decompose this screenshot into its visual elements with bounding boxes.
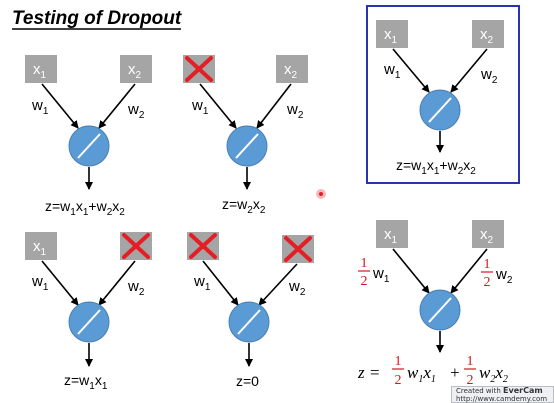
watermark-line1: Created with (456, 387, 501, 395)
weight-w1: w1 (31, 97, 49, 117)
watermark-url: http://www.camdemy.com (456, 395, 548, 403)
svg-text:w2: w2 (495, 266, 513, 286)
svg-text:w1: w1 (372, 265, 390, 285)
input-x2-label: x2 (480, 226, 494, 246)
svg-text:2: 2 (395, 373, 402, 388)
weight-w2: w2 (127, 101, 145, 121)
network-full: x1 x2 w1 w2 z=w1x1+w2x2 (25, 55, 152, 218)
svg-text:1: 1 (395, 354, 402, 369)
equation-full: z=w1x1+w2x2 (45, 198, 125, 218)
network-both-dropped: w1 w2 z=0 (187, 232, 314, 389)
equation-boxed: z=w1x1+w2x2 (396, 157, 476, 177)
drop-cross-icon (122, 233, 150, 259)
input-x1-label: x1 (33, 61, 47, 81)
svg-text:w1x1: w1x1 (407, 363, 436, 385)
input-x1-label: x1 (384, 226, 398, 246)
input-x2-label: x2 (284, 61, 298, 81)
svg-text:+: + (449, 363, 460, 382)
svg-text:2: 2 (484, 275, 491, 290)
weight-half-w1: 1 2 w1 (358, 256, 390, 289)
network-x1-dropped: x2 w1 w2 z=w2x2 (183, 55, 308, 216)
weight-w1: w1 (31, 273, 49, 293)
drop-cross-icon (185, 56, 213, 82)
svg-text:1: 1 (361, 256, 368, 271)
weight-w2: w2 (480, 66, 498, 86)
weight-w1: w1 (191, 97, 209, 117)
network-scaled: x1 x2 1 2 w1 1 2 w2 z = 1 2 w1x1 + (357, 220, 513, 388)
weight-w1: w1 (383, 61, 401, 81)
weight-w2: w2 (127, 278, 145, 298)
equation-x1-dropped: z=w2x2 (222, 196, 266, 216)
input-x1-box (25, 55, 57, 83)
input-x2-label: x2 (128, 61, 142, 81)
weight-w2: w2 (288, 278, 306, 298)
network-boxed: x1 x2 w1 w2 z=w1x1+w2x2 (376, 20, 504, 177)
equation-x2-dropped: z=w1x1 (64, 372, 108, 392)
equation-both-dropped: z=0 (236, 373, 259, 389)
drop-cross-icon (284, 236, 312, 262)
network-x2-dropped: x1 w1 w2 z=w1x1 (25, 232, 152, 392)
input-x2-label: x2 (480, 26, 494, 46)
weight-half-w2: 1 2 w2 (481, 257, 513, 290)
input-x1-box (376, 20, 408, 48)
svg-text:2: 2 (467, 373, 474, 388)
input-x1-label: x1 (384, 26, 398, 46)
equation-scaled: z = 1 2 w1x1 + 1 2 w2x2 (357, 354, 508, 388)
slide-title: Testing of Dropout (12, 8, 182, 29)
highlight-box (366, 5, 520, 184)
input-x1-box (376, 220, 408, 248)
input-x2-box (276, 55, 308, 83)
input-x2-box (472, 220, 504, 248)
watermark-badge: Created with EverCam http://www.camdemy.… (451, 386, 554, 403)
cursor-dot-icon (316, 189, 326, 199)
input-x1-label: x1 (33, 238, 47, 258)
svg-text:1: 1 (467, 354, 474, 369)
weight-w1: w1 (193, 273, 211, 293)
drop-cross-icon (189, 233, 217, 259)
watermark-brand: EverCam (503, 386, 543, 395)
input-x2-box (120, 55, 152, 83)
svg-text:z =: z = (357, 363, 380, 382)
input-x2-box (472, 20, 504, 48)
svg-text:1: 1 (484, 257, 491, 272)
input-x1-box (25, 232, 57, 260)
svg-text:w2x2: w2x2 (479, 363, 508, 385)
svg-text:2: 2 (361, 274, 368, 289)
weight-w2: w2 (286, 101, 304, 121)
